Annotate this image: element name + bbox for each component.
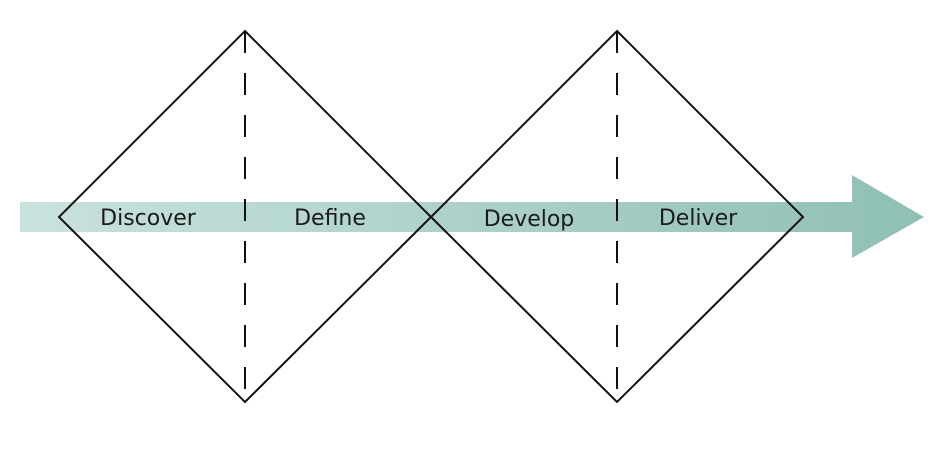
phase-label-discover: Discover [100,206,197,231]
first-diamond [57,29,433,404]
phase-label-deliver: Deliver [659,206,738,231]
process-arrow [20,175,924,258]
phase-label-define: Define [294,206,366,231]
second-diamond [429,29,805,404]
phase-label-develop: Develop [484,207,575,232]
